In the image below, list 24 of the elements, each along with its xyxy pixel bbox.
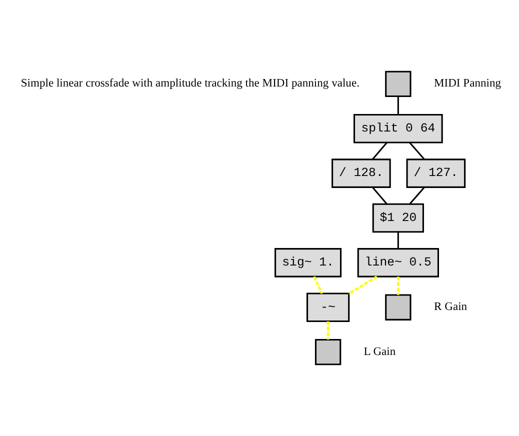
node-box: sig~ 1. bbox=[274, 248, 342, 278]
connector bbox=[397, 276, 400, 295]
node-box: $1 20 bbox=[372, 203, 424, 233]
connector bbox=[397, 232, 399, 249]
node-label: R Gain bbox=[434, 301, 468, 314]
connector bbox=[409, 142, 426, 160]
connector bbox=[409, 186, 425, 205]
connector bbox=[313, 276, 324, 294]
node-box bbox=[385, 294, 412, 320]
node-box: / 128. bbox=[332, 158, 391, 188]
connector bbox=[372, 186, 388, 205]
label: Simple linear crossfade with amplitude tracking the MIDI panning value. bbox=[20, 78, 360, 90]
node-box: -~ bbox=[306, 292, 350, 322]
node-box: split 0 64 bbox=[354, 114, 443, 144]
node-box bbox=[314, 338, 342, 366]
node-label: MIDI Panning bbox=[434, 78, 502, 90]
node-box: / 127. bbox=[406, 158, 466, 188]
connector bbox=[372, 142, 388, 160]
connector bbox=[397, 96, 399, 115]
connector bbox=[348, 276, 378, 295]
node-box bbox=[385, 70, 412, 98]
node-label: L Gain bbox=[364, 346, 396, 358]
node-box: line~ 0.5 bbox=[357, 248, 439, 278]
connector bbox=[326, 321, 330, 340]
